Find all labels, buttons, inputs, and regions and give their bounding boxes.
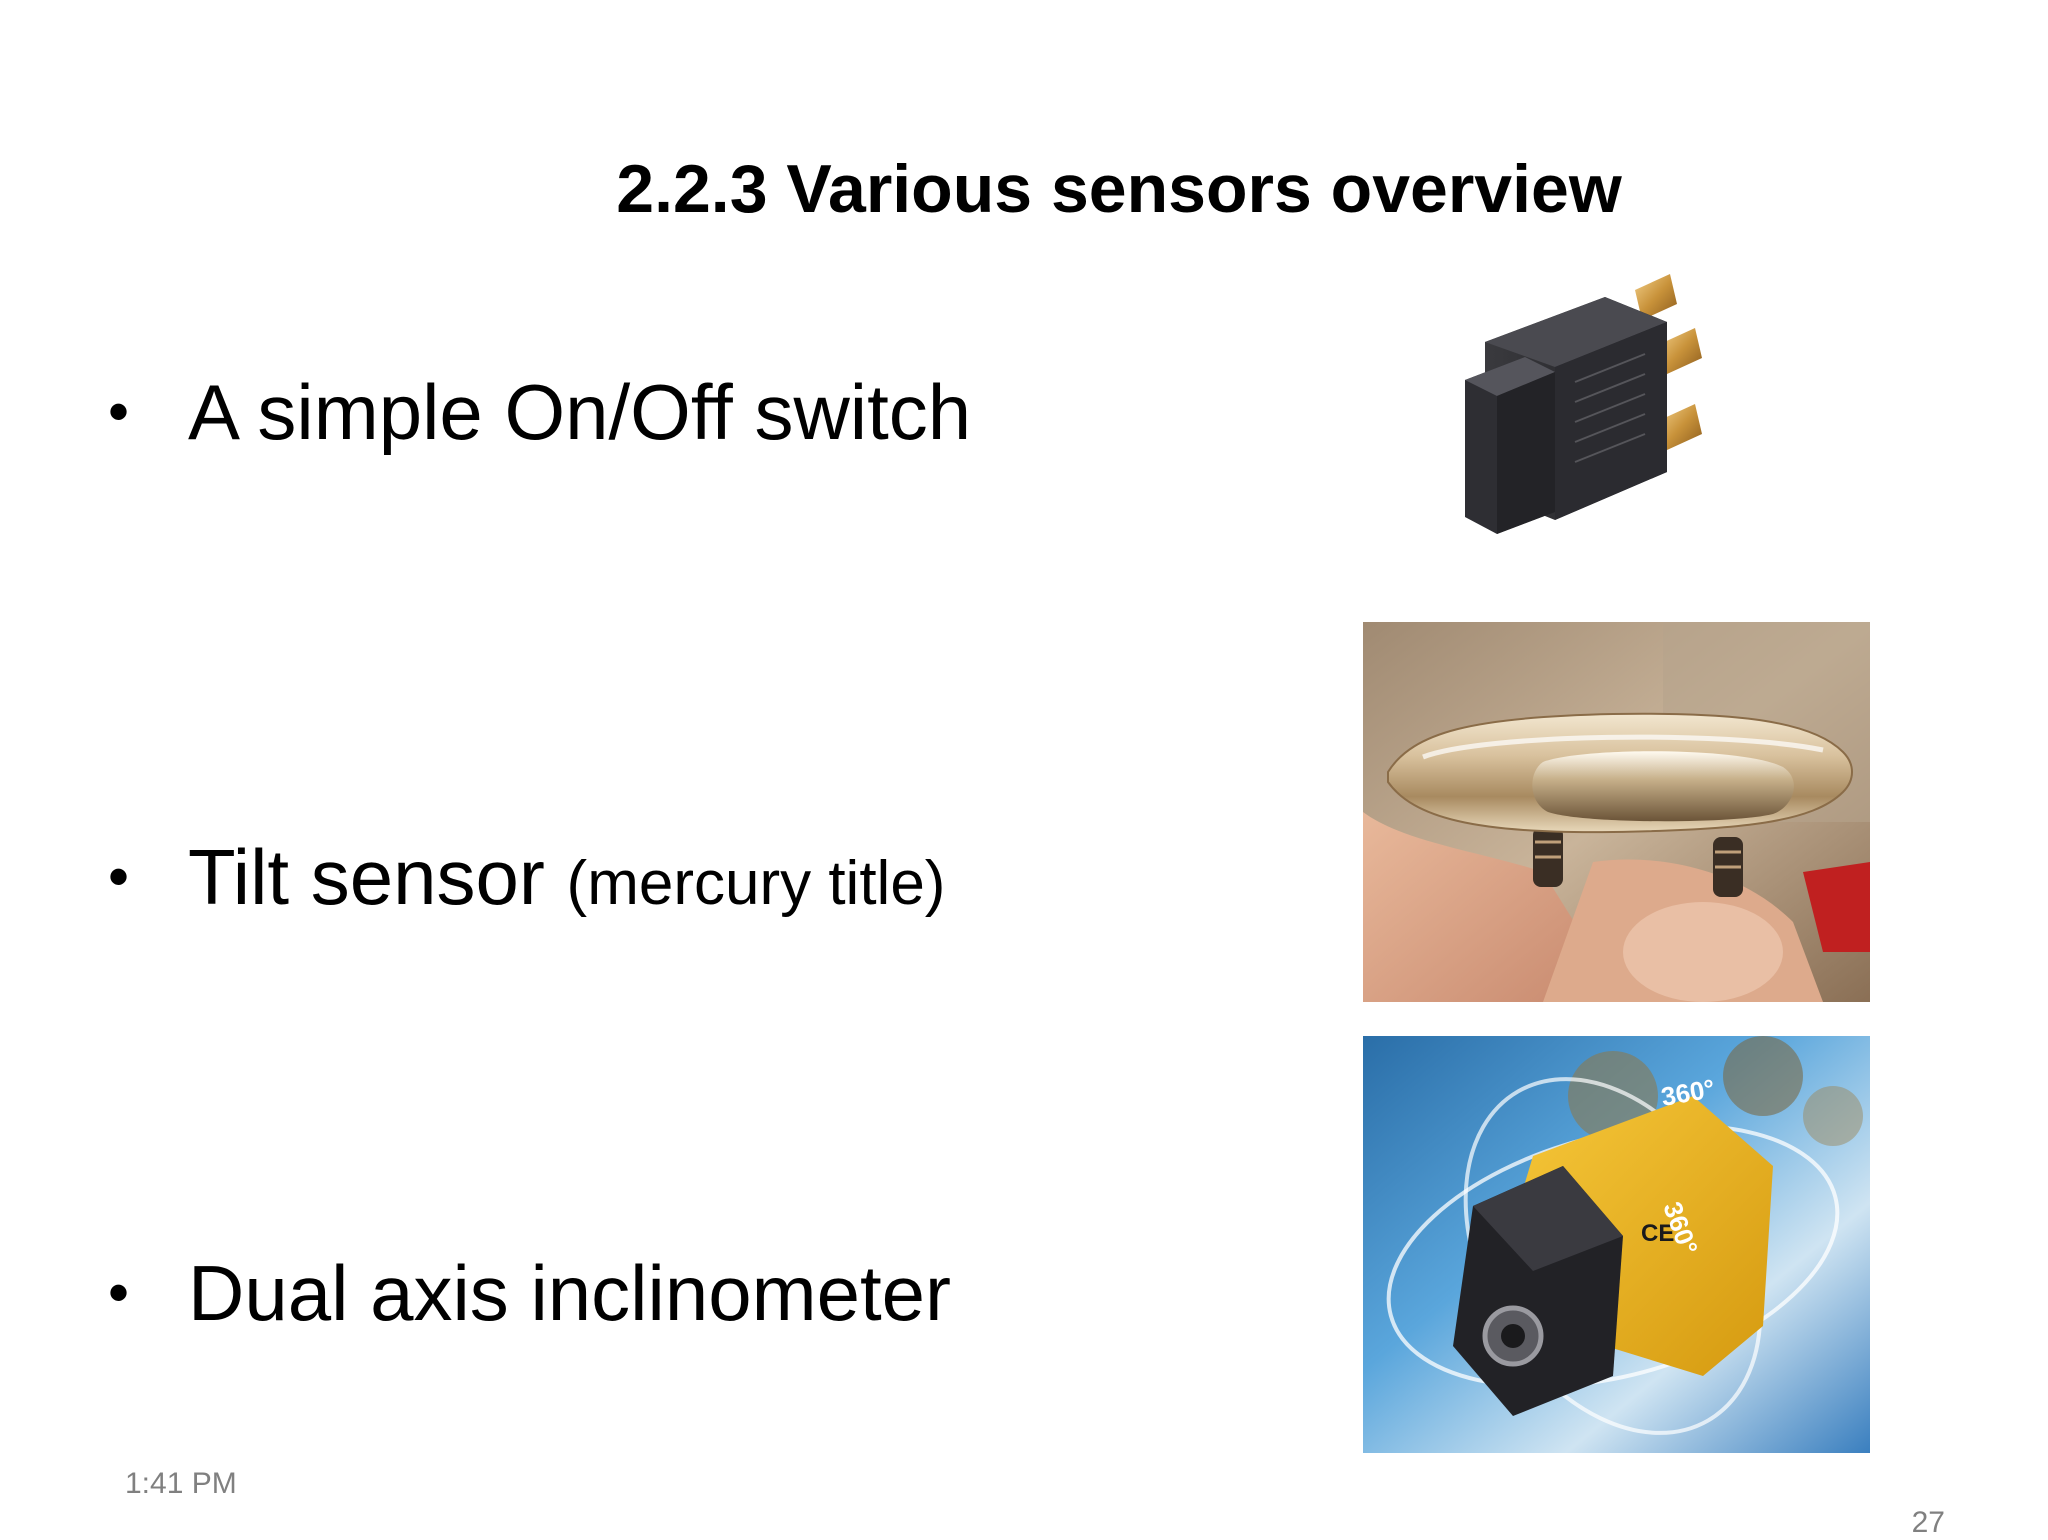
bullet-marker: • — [108, 378, 130, 446]
bullet-note: (mercury title) — [566, 849, 946, 918]
ce-mark: CE — [1641, 1220, 1674, 1247]
bullet-text: Tilt sensor — [188, 833, 545, 921]
slide-title: 2.2.3 Various sensors overview — [616, 151, 1622, 227]
footer-time: 1:41 PM — [125, 1467, 237, 1500]
bullet-item-switch: •A simple On/Off switch — [108, 373, 971, 451]
bullet-text: A simple On/Off switch — [188, 368, 972, 456]
page-number: 27 — [1911, 1506, 1945, 1539]
bullet-item-inclinometer: •Dual axis inclinometer — [108, 1254, 951, 1332]
bullet-marker: • — [108, 843, 130, 911]
tilt-sensor-photo — [1363, 622, 1870, 1002]
switch-photo — [1445, 262, 1790, 577]
bullet-item-tilt-sensor: •Tilt sensor (mercury title) — [108, 838, 945, 916]
bullet-text: Dual axis inclinometer — [188, 1249, 951, 1337]
bullet-marker: • — [108, 1259, 130, 1327]
inclinometer-photo: CE 360° 360° — [1363, 1036, 1870, 1453]
